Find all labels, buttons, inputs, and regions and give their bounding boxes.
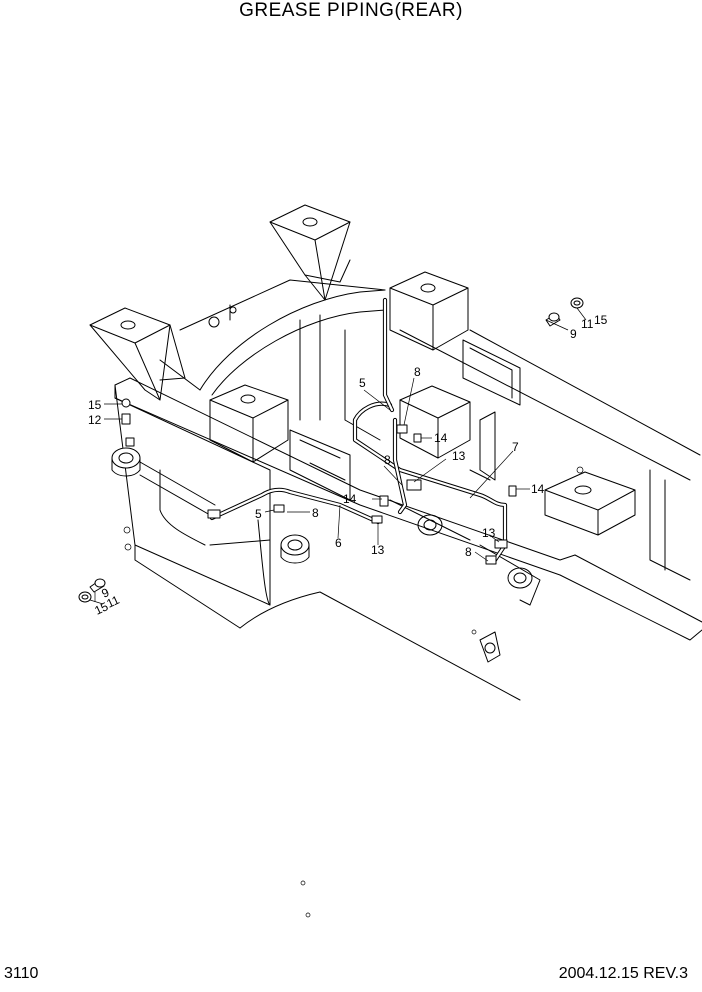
pivot-bosses (111, 447, 310, 564)
callout-7: 7 (512, 440, 519, 454)
callout-8: 8 (384, 453, 391, 467)
callout-5: 5 (255, 507, 262, 521)
callout-13: 13 (371, 543, 385, 557)
callout-14: 14 (531, 482, 545, 496)
page-number: 3110 (4, 965, 39, 982)
callout-6: 6 (335, 536, 342, 550)
callout-13: 13 (482, 526, 496, 540)
mounting-pads (89, 204, 636, 536)
callout-15: 15 (92, 599, 110, 617)
callout-14: 14 (343, 492, 357, 506)
callout-labels: 15 12 5 8 14 13 7 14 8 14 13 5 8 6 13 8 … (88, 313, 608, 618)
callout-11: 11 (581, 317, 594, 331)
leader-lines (89, 307, 587, 605)
callout-11: 11 (104, 593, 122, 611)
callout-15: 15 (594, 313, 608, 327)
callout-8: 8 (465, 545, 472, 559)
date-revision: 2004.12.15 REV.3 (558, 965, 688, 982)
callout-9: 9 (570, 327, 577, 341)
callout-12: 12 (88, 413, 102, 427)
callout-5: 5 (359, 376, 366, 390)
callout-8: 8 (312, 506, 319, 520)
callout-8: 8 (414, 365, 421, 379)
callout-13: 13 (452, 449, 466, 463)
callout-15: 15 (88, 398, 102, 412)
callout-14: 14 (434, 431, 448, 445)
diagram-title: GREASE PIPING(REAR) (239, 0, 463, 21)
frame-body (114, 279, 702, 918)
fittings (78, 297, 584, 603)
grease-pipes (209, 297, 508, 563)
